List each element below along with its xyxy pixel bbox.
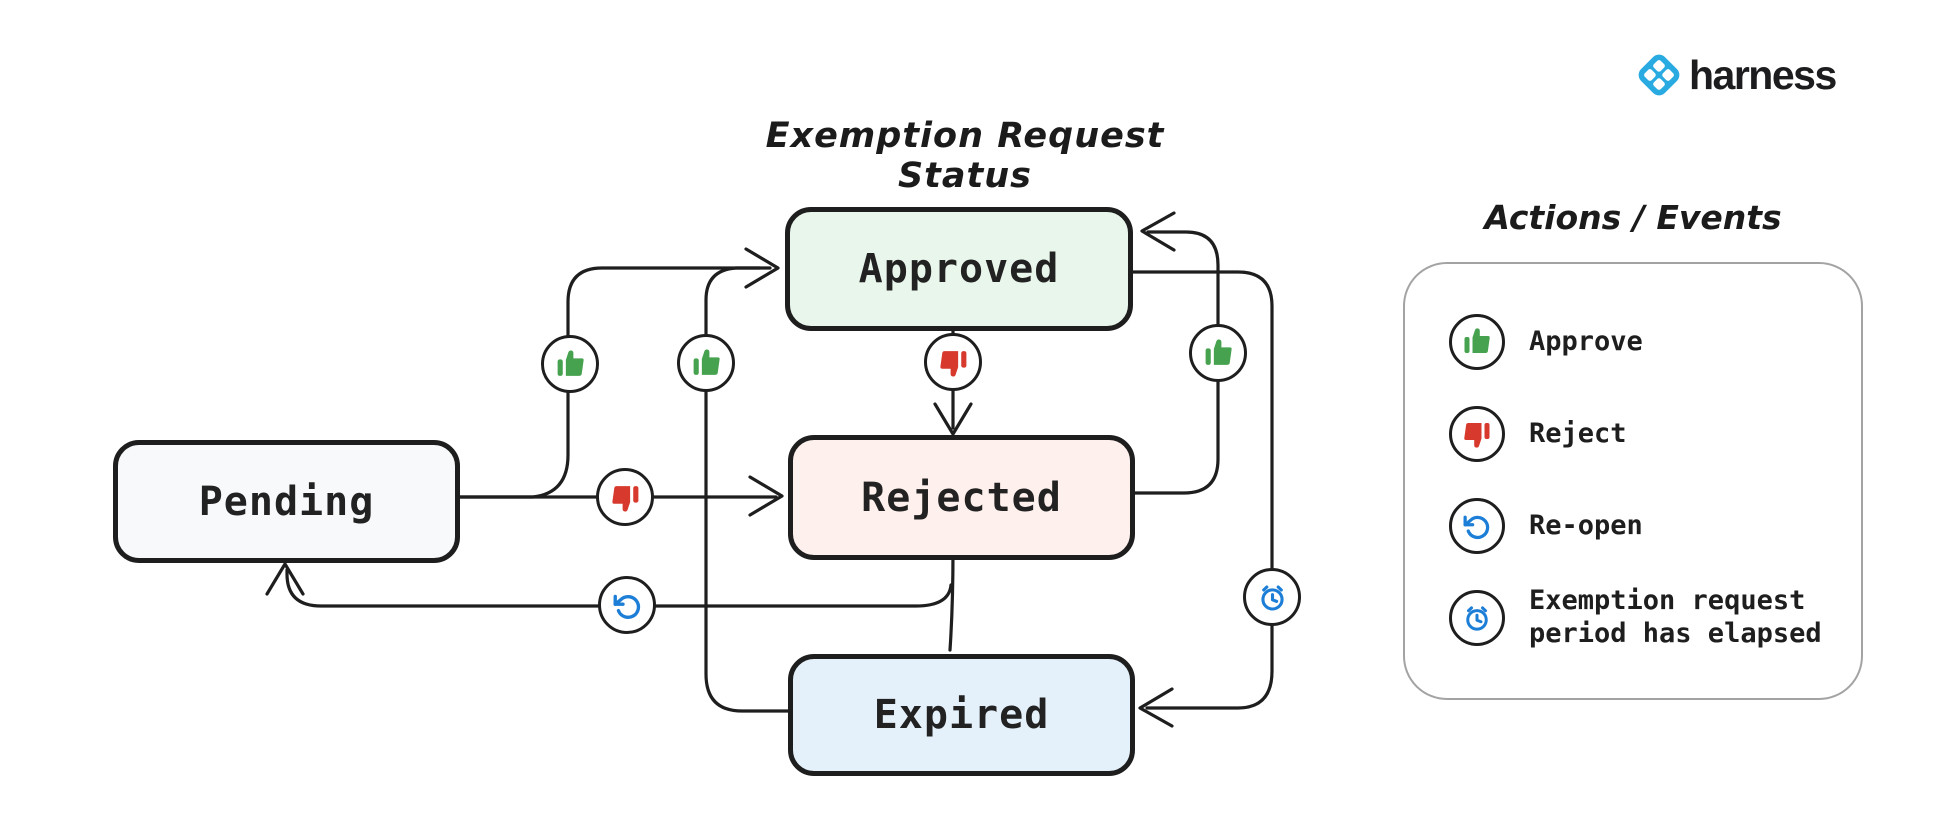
edge-rejected-expired [948, 549, 955, 652]
harness-wordmark: harness [1689, 51, 1837, 98]
alarm-clock-icon [1243, 568, 1301, 626]
thumbs-down-icon [924, 333, 982, 391]
legend-item-elapsed: Exemption request period has elapsed [1449, 572, 1861, 664]
thumbs-up-icon [1449, 314, 1505, 370]
arrowhead [1138, 687, 1174, 728]
legend-item-label: Exemption request period has elapsed [1529, 585, 1822, 649]
legend-item-reject: Reject [1449, 388, 1861, 480]
legend-item-approve: Approve [1449, 296, 1861, 388]
state-pending-label: Pending [198, 478, 375, 525]
state-approved: Approved [785, 207, 1133, 331]
state-rejected-label: Rejected [861, 474, 1062, 521]
harness-logo-icon [1632, 48, 1686, 102]
thumbs-down-icon [596, 468, 654, 526]
edge-pending-approved [448, 266, 772, 499]
thumbs-up-icon [677, 334, 735, 392]
edge-expired-approved [704, 266, 790, 713]
page-title: Exemption Request Status [765, 116, 1165, 196]
legend-item-reopen: Re-open [1449, 480, 1861, 572]
state-pending: Pending [113, 440, 460, 563]
arrowhead [265, 562, 305, 596]
state-rejected: Rejected [788, 435, 1135, 560]
legend-item-label: Approve [1529, 325, 1643, 357]
edge-approved-expired [1122, 270, 1274, 710]
arrowhead [748, 475, 784, 517]
thumbs-up-icon [1189, 324, 1247, 382]
arrowhead [1140, 211, 1176, 252]
legend-title: Actions / Events [1484, 198, 1782, 237]
legend: Approve Reject Re-open Exemption request… [1403, 262, 1863, 700]
alarm-clock-icon [1449, 590, 1505, 646]
arrowhead [744, 247, 780, 289]
thumbs-up-icon [541, 335, 599, 393]
state-expired-label: Expired [873, 692, 1050, 738]
thumbs-down-icon [1449, 406, 1505, 462]
edge-rejected-pending [285, 568, 953, 608]
arrowhead [933, 402, 973, 436]
rotate-ccw-icon [598, 576, 656, 634]
rotate-ccw-icon [1449, 498, 1505, 554]
legend-item-label: Reject [1529, 417, 1627, 449]
state-expired: Expired [788, 654, 1135, 776]
harness-brand: harness [1632, 48, 1837, 102]
state-approved-label: Approved [858, 246, 1060, 292]
legend-item-label: Re-open [1529, 509, 1643, 541]
